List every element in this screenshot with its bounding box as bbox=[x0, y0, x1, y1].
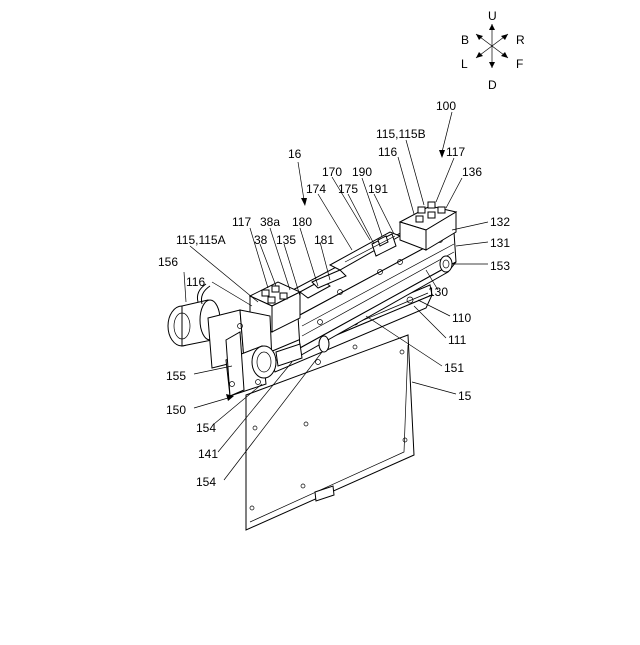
label-115-115b: 115,115B bbox=[376, 127, 426, 141]
label-38: 38 bbox=[254, 233, 268, 247]
label-135: 135 bbox=[276, 233, 296, 247]
compass-right: R bbox=[516, 33, 525, 47]
label-150: 150 bbox=[166, 403, 186, 417]
label-100: 100 bbox=[436, 99, 456, 113]
compass-down: D bbox=[488, 78, 497, 92]
label-175: 175 bbox=[338, 182, 358, 196]
label-180: 180 bbox=[292, 215, 312, 229]
label-117-left: 117 bbox=[232, 215, 251, 229]
label-117-top: 117 bbox=[446, 145, 465, 159]
label-156: 156 bbox=[158, 255, 178, 269]
compass-left: L bbox=[461, 57, 468, 71]
label-181: 181 bbox=[314, 233, 334, 247]
label-191: 191 bbox=[368, 182, 388, 196]
label-16: 16 bbox=[288, 147, 302, 161]
label-141: 141 bbox=[198, 447, 218, 461]
label-170: 170 bbox=[322, 165, 342, 179]
direction-compass: U D B R L F bbox=[461, 9, 525, 92]
label-136: 136 bbox=[462, 165, 482, 179]
compass-front: F bbox=[516, 57, 523, 71]
label-153: 153 bbox=[490, 259, 510, 273]
label-174: 174 bbox=[306, 182, 326, 196]
label-110: 110 bbox=[452, 311, 471, 325]
label-155: 155 bbox=[166, 369, 186, 383]
label-190: 190 bbox=[352, 165, 372, 179]
label-154-b: 154 bbox=[196, 475, 216, 489]
label-15: 15 bbox=[458, 389, 472, 403]
label-116-top: 116 bbox=[378, 145, 397, 159]
label-38a: 38a bbox=[260, 215, 280, 229]
compass-up: U bbox=[488, 9, 497, 23]
label-116-left: 116 bbox=[186, 275, 205, 289]
label-154-a: 154 bbox=[196, 421, 216, 435]
label-115-115a: 115,115A bbox=[176, 233, 226, 247]
label-131: 131 bbox=[490, 236, 510, 250]
label-130: 130 bbox=[428, 285, 448, 299]
label-151: 151 bbox=[444, 361, 464, 375]
compass-back: B bbox=[461, 33, 469, 47]
label-132: 132 bbox=[490, 215, 510, 229]
label-111: 111 bbox=[448, 333, 467, 347]
